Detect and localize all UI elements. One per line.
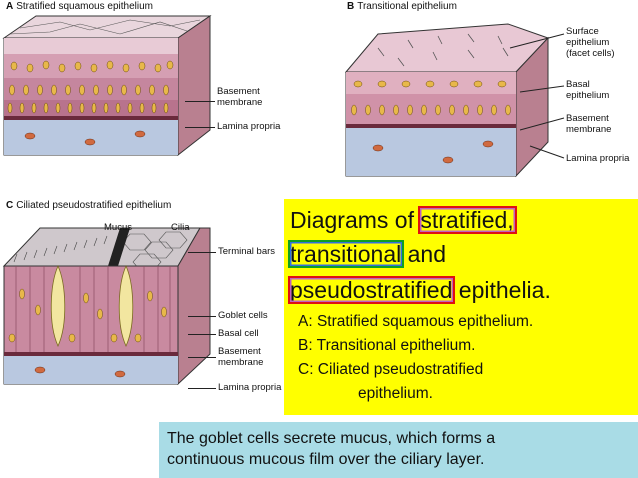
panel-a-lamina-label: Lamina propria bbox=[217, 121, 281, 132]
heading-word-transitional: transitional bbox=[290, 241, 402, 267]
panel-b-basal-label: Basal epithelium bbox=[566, 79, 610, 101]
lamina-pointer-c bbox=[188, 388, 216, 389]
goblet-note-line-1: The goblet cells secrete mucus, which fo… bbox=[167, 430, 496, 447]
heading-word-pseudostratified: pseudostratified bbox=[290, 277, 453, 303]
panel-a-title-text: Stratified squamous epithelium bbox=[16, 1, 153, 12]
panel-c-basal-cell-label: Basal cell bbox=[218, 328, 259, 339]
lamina-pointer-a bbox=[185, 127, 215, 128]
heading-line-1: Diagrams of stratified, bbox=[290, 206, 518, 234]
heading-line-3: pseudostratified epithelia. bbox=[287, 276, 551, 304]
panel-c-lamina-label: Lamina propria bbox=[218, 382, 282, 393]
goblet-pointer bbox=[188, 316, 216, 317]
panel-a-letter: A bbox=[6, 1, 14, 12]
transitional-epithelium-illustration bbox=[344, 23, 549, 178]
panel-b-pointers bbox=[509, 33, 565, 159]
terminal-bars-pointer bbox=[188, 252, 216, 253]
basement-pointer-c bbox=[188, 357, 216, 358]
caption-box: Diagrams of stratified, transitional and… bbox=[284, 199, 638, 415]
heading-word-diagrams: Diagrams of bbox=[290, 207, 414, 233]
heading-line-2: transitional and bbox=[287, 240, 446, 268]
panel-b-lamina-label: Lamina propria bbox=[566, 153, 630, 164]
goblet-note-box: The goblet cells secrete mucus, which fo… bbox=[159, 422, 638, 478]
legend-c-line-1: C: Ciliated pseudostratified bbox=[298, 361, 484, 378]
panel-c-terminal-bars-label: Terminal bars bbox=[218, 246, 276, 257]
panel-c-basement-label: Basement membrane bbox=[218, 346, 264, 368]
legend-b: B: Transitional epithelium. bbox=[298, 337, 476, 354]
panel-c-cilia-label: Cilia bbox=[171, 222, 190, 233]
legend-a: A: Stratified squamous epithelium. bbox=[298, 313, 534, 330]
basement-pointer-a bbox=[185, 101, 215, 102]
highlight-transitional: transitional bbox=[287, 240, 405, 268]
goblet-note-line-2: continuous mucous film over the ciliary … bbox=[167, 451, 485, 468]
panel-c-letter: C bbox=[6, 200, 14, 211]
panel-a-basement-label: Basement membrane bbox=[217, 86, 263, 108]
panel-b-letter: B bbox=[347, 1, 355, 12]
panel-b-title-text: Transitional epithelium bbox=[357, 1, 457, 12]
legend-c-line-2: epithelium. bbox=[358, 385, 433, 402]
ciliated-pseudostratified-illustration bbox=[2, 227, 211, 386]
heading-word-stratified: stratified, bbox=[420, 207, 514, 233]
highlight-pseudostratified: pseudostratified bbox=[287, 276, 456, 304]
heading-word-and: and bbox=[407, 241, 446, 267]
panel-c-mucus-label: Mucus bbox=[104, 222, 132, 233]
panel-b-basement-label: Basement membrane bbox=[566, 113, 612, 135]
basal-cell-pointer bbox=[188, 334, 216, 335]
goblet-note: The goblet cells secrete mucus, which fo… bbox=[167, 428, 495, 470]
panel-c-title-text: Ciliated pseudostratified epithelium bbox=[16, 200, 172, 211]
stratified-squamous-illustration bbox=[2, 15, 212, 157]
panel-c-goblet-label: Goblet cells bbox=[218, 310, 268, 321]
panel-b-surface-label: Surface epithelium (facet cells) bbox=[566, 26, 615, 59]
heading-word-epithelia: epithelia. bbox=[458, 277, 551, 303]
highlight-stratified: stratified, bbox=[418, 206, 518, 234]
